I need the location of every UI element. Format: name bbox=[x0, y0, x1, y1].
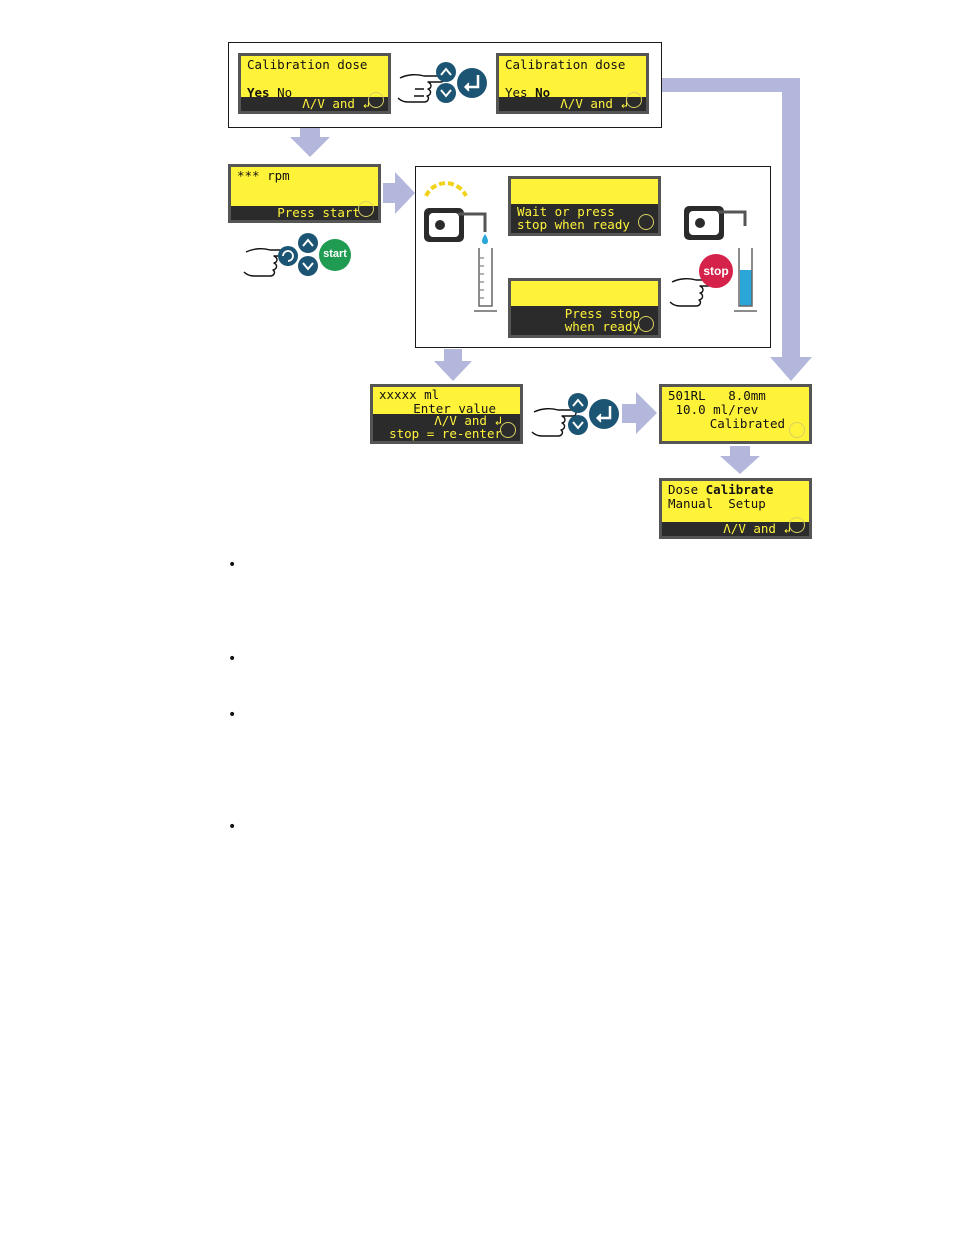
lcd-bar-text: Press start bbox=[277, 205, 360, 220]
lcd-bar-line-2: stop = re-enter bbox=[389, 426, 502, 441]
lcd-main-menu: Dose Calibrate Manual Setup Λ/V and ↲ bbox=[659, 478, 812, 539]
lcd-bar-line-2: stop when ready bbox=[517, 217, 630, 232]
lcd-menu-line-2: Manual Setup bbox=[668, 496, 766, 511]
lcd-status-bar: Wait or press stop when ready bbox=[511, 204, 658, 233]
bullet-1: • bbox=[228, 557, 237, 573]
menu-dose: Dose bbox=[668, 482, 699, 497]
lcd-wait: Wait or press stop when ready bbox=[508, 176, 661, 236]
lcd-ring-icon bbox=[789, 517, 805, 533]
lcd-line-1: Calibration dose bbox=[247, 57, 368, 72]
lcd-bar-line-1: Λ/V and ↲ bbox=[434, 413, 502, 428]
lcd-line-1: 501RL 8.0mm bbox=[668, 388, 766, 403]
arrow-down-4 bbox=[720, 446, 760, 474]
lcd-status-bar: Press start bbox=[231, 206, 378, 220]
lcd-choice-line: Yes No bbox=[505, 86, 550, 100]
start-key-label: start bbox=[323, 248, 347, 260]
lcd-line-2: Enter value bbox=[413, 401, 496, 416]
lcd-ring-icon bbox=[368, 92, 384, 108]
lcd-bar-text: Λ/V and ↲ bbox=[723, 521, 791, 536]
lcd-ring-icon bbox=[638, 214, 654, 230]
no-option-selected: No bbox=[535, 85, 551, 100]
lcd-bar-text: Λ/V and ↲ bbox=[302, 96, 370, 111]
arrow-right-2 bbox=[622, 392, 657, 434]
bullet-2: • bbox=[228, 651, 237, 667]
bullet-4: • bbox=[228, 819, 237, 835]
lcd-ring-icon bbox=[358, 201, 374, 217]
lcd-menu-line-1: Dose Calibrate bbox=[668, 483, 773, 497]
lcd-calibrated: 501RL 8.0mm 10.0 ml/rev Calibrated bbox=[659, 384, 812, 444]
lcd-press-stop: Press stop when ready bbox=[508, 278, 661, 338]
lcd-ring-icon bbox=[626, 92, 642, 108]
lcd-line-2: 10.0 ml/rev bbox=[668, 402, 759, 417]
lcd-ring-icon bbox=[789, 422, 805, 438]
no-option: No bbox=[277, 85, 293, 100]
lcd-bar-line-1: Press stop bbox=[564, 306, 640, 321]
yes-option-selected: Yes bbox=[247, 85, 270, 100]
arrow-right-1 bbox=[383, 172, 415, 214]
lcd-calibration-no: Calibration dose Yes No Λ/V and ↲ bbox=[496, 53, 649, 114]
lcd-status-bar: Λ/V and ↲ bbox=[499, 97, 646, 111]
arrow-down-3 bbox=[434, 349, 472, 381]
arrow-long-connector bbox=[652, 78, 812, 381]
lcd-bar-text: Λ/V and ↲ bbox=[560, 96, 628, 111]
yes-option: Yes bbox=[505, 85, 528, 100]
stop-key-label: stop bbox=[703, 264, 729, 278]
menu-calibrate-selected: Calibrate bbox=[705, 482, 774, 497]
lcd-line-3: Calibrated bbox=[709, 416, 785, 431]
lcd-choice-line: Yes No bbox=[247, 86, 292, 100]
lcd-rpm: *** rpm Press start bbox=[228, 164, 381, 223]
lcd-line-1: *** rpm bbox=[237, 168, 290, 183]
lcd-status-bar: Λ/V and ↲ bbox=[241, 97, 388, 111]
lcd-ring-icon bbox=[500, 422, 516, 438]
lcd-bar-line-1: Wait or press bbox=[517, 204, 615, 219]
lcd-line-1: Calibration dose bbox=[505, 57, 626, 72]
lcd-status-bar: Λ/V and ↲ stop = re-enter bbox=[373, 414, 520, 441]
lcd-ring-icon bbox=[638, 316, 654, 332]
bullet-3: • bbox=[228, 707, 237, 723]
lcd-line-1: xxxxx ml bbox=[379, 387, 440, 402]
lcd-calibration-yes: Calibration dose Yes No Λ/V and ↲ bbox=[238, 53, 391, 114]
lcd-enter-value: xxxxx ml Enter value Λ/V and ↲ stop = re… bbox=[370, 384, 523, 444]
lcd-status-bar: Λ/V and ↲ bbox=[662, 522, 809, 536]
lcd-bar-line-2: when ready bbox=[564, 319, 640, 334]
lcd-status-bar: Press stop when ready bbox=[511, 306, 658, 335]
